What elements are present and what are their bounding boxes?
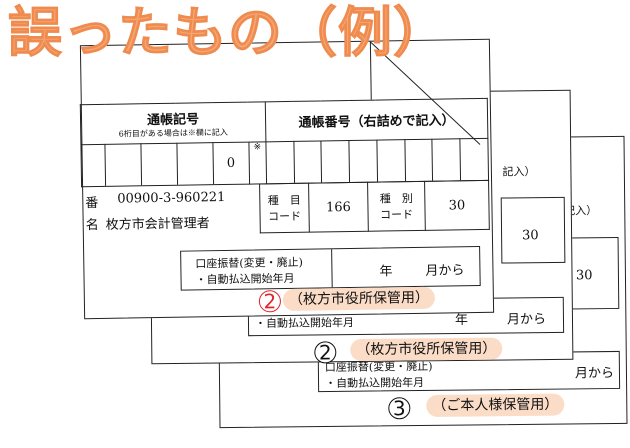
- furikae-label-2: ・自動払込開始年月: [324, 375, 425, 391]
- bango-cell: [293, 140, 323, 184]
- account-number-label: 番: [85, 195, 99, 212]
- tsucho-kigo-header-cell: 通帳記号 6桁目がある場合は※欄に記入: [80, 101, 266, 145]
- month-from: 月から: [574, 365, 615, 382]
- bango-cell: [460, 138, 489, 181]
- month-from: 月から: [506, 312, 547, 328]
- copy-label-city: （枚方市役所保管用）: [282, 286, 436, 312]
- shumoku-code: 166: [308, 182, 369, 233]
- bango-cell: [404, 139, 433, 182]
- code-table: 種 目 コード 166 種 別 コード 30: [259, 180, 490, 234]
- shubetsu-code: 30: [575, 268, 593, 284]
- kigo-cell: [141, 143, 178, 186]
- account-table: 通帳記号 6桁目がある場合は※欄に記入 通帳番号（右詰めで記入） 0 ※: [80, 98, 489, 187]
- year-unit: 年: [379, 264, 393, 280]
- copy-label-city: （枚方市役所保管用）: [350, 337, 503, 362]
- account-number: 00900-3-960221: [117, 189, 226, 207]
- bango-cell: [432, 138, 461, 182]
- furikae-label-2: ・自動払込開始年月: [254, 316, 355, 331]
- bango-cell: [349, 140, 378, 183]
- shumoku-label: 種 目 コード: [259, 183, 310, 233]
- tsucho-bango-header: 通帳番号（右詰めで記入）: [265, 98, 488, 142]
- bango-cell: [265, 141, 295, 184]
- furikae-label-1: 口座振替(変更・廃止): [195, 255, 304, 271]
- bango-cell: [321, 140, 350, 183]
- month-from: 月から: [425, 263, 465, 279]
- code-box: 30: [500, 196, 566, 264]
- kinyu-note: 記入）: [502, 165, 536, 179]
- kigo-mark: ※: [248, 141, 267, 185]
- copy-label-customer: （ご本人様保管用）: [426, 393, 565, 417]
- account-name-label: 名: [85, 217, 99, 234]
- tsucho-kigo-note: 6桁目がある場合は※欄に記入: [118, 127, 228, 139]
- copy-number-2-red: 2: [258, 289, 282, 313]
- furikae-label-cell: 口座振替(変更・廃止) ・自動払込開始年月: [181, 249, 333, 290]
- copy-number-3: 3: [388, 396, 411, 420]
- furikae-box: 口座振替(変更・廃止) ・自動払込開始年月 年 月から: [180, 245, 481, 291]
- kigo-cell: [176, 142, 214, 186]
- form-sheet-city-copy-a: 通帳記号 6桁目がある場合は※欄に記入 通帳番号（右詰めで記入） 0 ※ 番 0…: [79, 38, 495, 320]
- shubetsu-label: 種 別 コード: [367, 181, 426, 232]
- account-name: 枚方市会計管理者: [105, 216, 210, 233]
- copy-number-2: 2: [314, 340, 337, 364]
- kigo-digit: 0: [212, 142, 250, 185]
- shubetsu-code: 30: [522, 228, 539, 244]
- bango-cell: [376, 139, 406, 183]
- furikae-label-2: ・自動払込開始年月: [195, 271, 295, 287]
- kigo-cell: [80, 144, 106, 187]
- page-title: 誤ったもの（例）: [8, 1, 448, 65]
- shubetsu-code: 30: [424, 180, 490, 231]
- kigo-cell: [105, 143, 142, 187]
